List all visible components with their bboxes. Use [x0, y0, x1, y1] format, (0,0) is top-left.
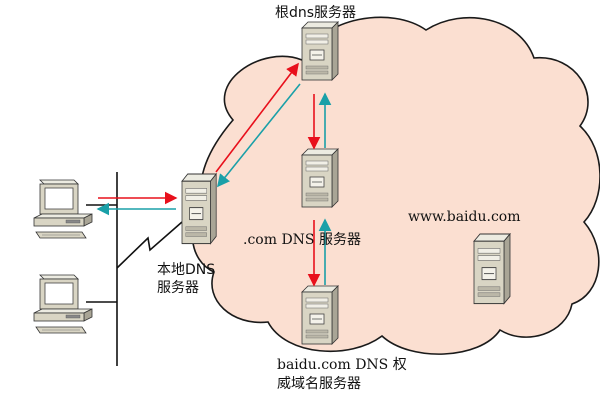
- local-dns-label-line2: 服务器: [157, 280, 199, 296]
- internet-cloud: [191, 16, 600, 355]
- desktop-computer-icon: [33, 274, 93, 334]
- com-server-label: .com DNS 服务器: [243, 232, 361, 248]
- server-icon: [181, 173, 217, 245]
- lan-network: [86, 172, 183, 366]
- server-icon: [301, 21, 339, 81]
- server-icon: [473, 233, 511, 305]
- response-arrow-root-to-local: [216, 83, 301, 188]
- server-icon: [301, 285, 339, 345]
- server-icon: [301, 148, 339, 208]
- local-dns-label-line1: 本地DNS: [157, 262, 216, 278]
- lightning-link-icon: [116, 221, 183, 269]
- auth-server-label-line2: 威域名服务器: [277, 376, 361, 392]
- root-server-label: 根dns服务器: [275, 5, 357, 21]
- auth-server-label-line1: baidu.com DNS 权: [277, 357, 407, 373]
- desktop-computer-icon: [33, 179, 93, 239]
- website-label: www.baidu.com: [408, 209, 521, 225]
- query-arrow-local-to-root: [215, 62, 299, 173]
